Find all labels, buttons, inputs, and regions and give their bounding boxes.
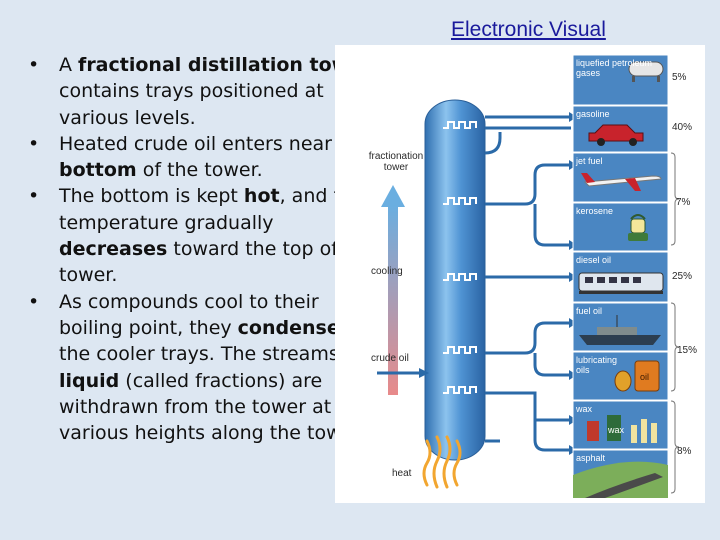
- candles-icon: [587, 415, 657, 443]
- tower-trays: [443, 121, 477, 394]
- output-pipes: [484, 115, 571, 452]
- percentage-label: 5%: [672, 72, 687, 83]
- bullet-item: A fractional distillation tower contains…: [28, 52, 380, 131]
- tower-label: fractionation tower: [364, 151, 428, 173]
- tower-label-line2: tower: [383, 162, 409, 173]
- bullet-item: The bottom is kept hot, and the temperat…: [28, 183, 380, 288]
- bullet-emphasis: fractional distillation tower: [78, 54, 372, 76]
- product-label: diesel oil: [576, 255, 612, 265]
- train-icon: [578, 272, 664, 294]
- bullet-emphasis: decreases: [59, 238, 168, 261]
- crude-oil-arrow-icon: [419, 368, 429, 378]
- bullet-text: toward the top of the tower.: [59, 238, 376, 287]
- cooling-label: cooling: [371, 266, 403, 277]
- product-label-line2: oils: [576, 365, 590, 375]
- percentage-label: 7%: [676, 197, 691, 208]
- ship-icon: [579, 315, 661, 345]
- percentage-brackets: [670, 152, 680, 494]
- cooling-arrow-head: [381, 185, 405, 207]
- bullet-list: A fractional distillation tower contains…: [28, 52, 380, 446]
- percentage-label: 8%: [677, 446, 692, 457]
- product-label: jet fuel: [576, 156, 603, 166]
- heat-label: heat: [392, 468, 412, 479]
- bullet-text: As compounds cool to their boiling point…: [59, 290, 319, 339]
- wax-can-label: wax: [608, 425, 625, 435]
- bullet-text: of the tower.: [136, 159, 263, 182]
- product-label-line1: lubricating: [576, 355, 618, 365]
- oil-can-label: oil: [640, 372, 650, 382]
- gas-tank-icon: [628, 61, 664, 82]
- tower-label-line1: fractionation: [368, 151, 424, 162]
- bullet-text: The bottom is kept: [59, 185, 244, 208]
- airplane-icon: [581, 173, 662, 191]
- product-label-line1: liquefied petroleum: [576, 58, 653, 68]
- percentage-label: 40%: [672, 122, 693, 133]
- bullet-text: A: [59, 54, 79, 76]
- product-label: asphalt: [576, 453, 606, 463]
- product-label: fuel oil: [576, 306, 603, 316]
- bullet-emphasis: condense: [237, 316, 340, 339]
- bullet-item: Heated crude oil enters near the bottom …: [28, 131, 380, 184]
- cooling-arrow-shaft: [388, 205, 398, 395]
- slide-link[interactable]: Electronic Visual: [451, 18, 606, 41]
- bullet-emphasis: hot: [243, 185, 280, 208]
- bullet-emphasis: liquid: [59, 369, 120, 392]
- percentage-label: 25%: [672, 271, 693, 282]
- flame-icon: [422, 435, 462, 489]
- bullet-item: As compounds cool to their boiling point…: [28, 289, 380, 447]
- bullet-text: (called fractions) are withdrawn from th…: [59, 369, 366, 445]
- lantern-icon: [628, 214, 648, 241]
- product-label-line2: gases: [576, 68, 601, 78]
- product-label: gasoline: [576, 109, 610, 119]
- road-icon: [573, 461, 668, 498]
- bullet-emphasis: bottom: [59, 159, 137, 182]
- product-label: kerosene: [576, 206, 614, 216]
- diagram-graphics: [377, 54, 680, 499]
- oil-can-icon: [614, 360, 660, 392]
- bullet-text: contains trays positioned at various lev…: [59, 80, 324, 129]
- car-icon: [588, 124, 644, 146]
- crude-oil-label: crude oil: [371, 353, 409, 364]
- product-label: wax: [576, 404, 593, 414]
- bullet-text: Heated crude oil enters near the: [59, 132, 370, 155]
- fractional-distillation-diagram: fractionation tower cooling crude oil he…: [335, 45, 705, 503]
- percentage-label: 15%: [677, 345, 698, 356]
